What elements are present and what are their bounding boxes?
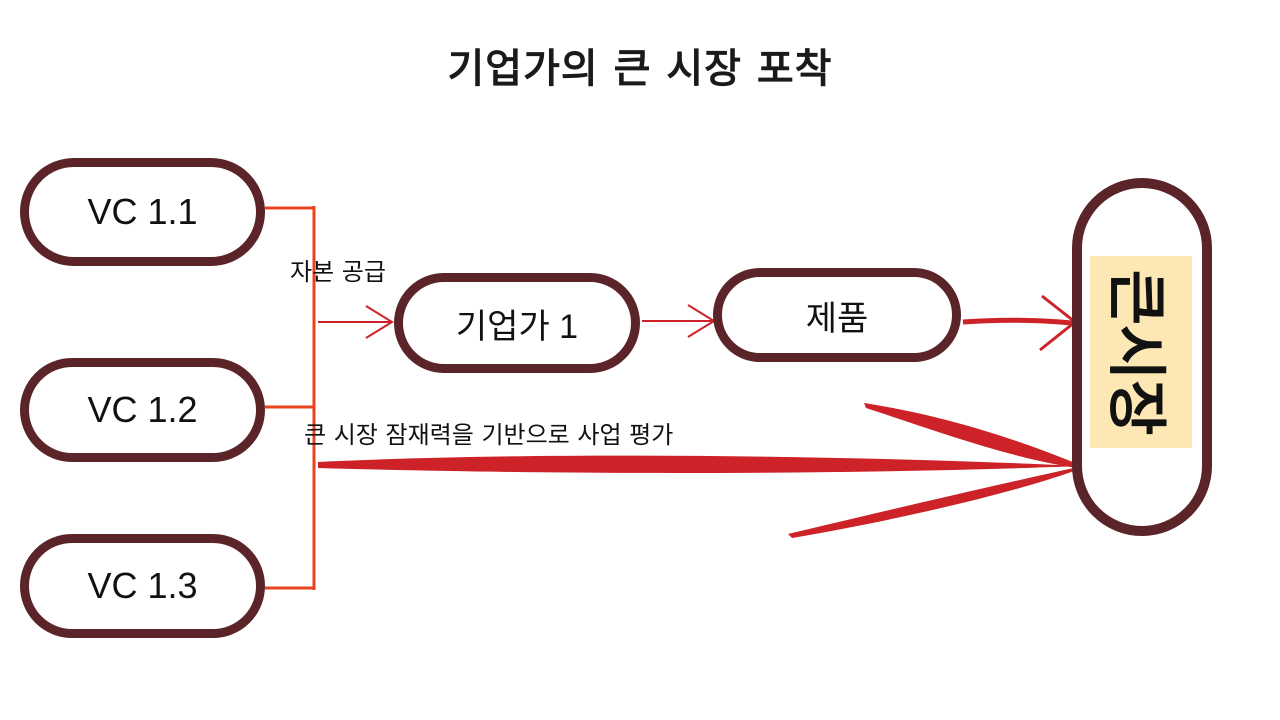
market-label: 큰시장: [1100, 269, 1171, 435]
vc-bracket: [265, 206, 316, 590]
evaluation-label: 큰 시장 잠재력을 기반으로 사업 평가: [304, 421, 674, 449]
entrepreneur-node: 기업가 1: [394, 273, 640, 373]
capital-arrow: [318, 305, 394, 339]
entrepreneur-to-product-arrow: [642, 304, 716, 338]
page-title: 기업가의 큰 시장 포착: [447, 46, 833, 92]
market-label-box: 큰시장: [1090, 256, 1192, 448]
vc-node-1-3: VC 1.3: [20, 534, 265, 638]
product-to-market-arrow: [962, 294, 1078, 352]
vc-node-1-1: VC 1.1: [20, 158, 265, 266]
product-node: 제품: [713, 268, 961, 362]
vc-node-1-2: VC 1.2: [20, 358, 265, 462]
capital-supply-label: 자본 공급: [290, 258, 386, 286]
evaluation-arrow: [318, 403, 1092, 538]
